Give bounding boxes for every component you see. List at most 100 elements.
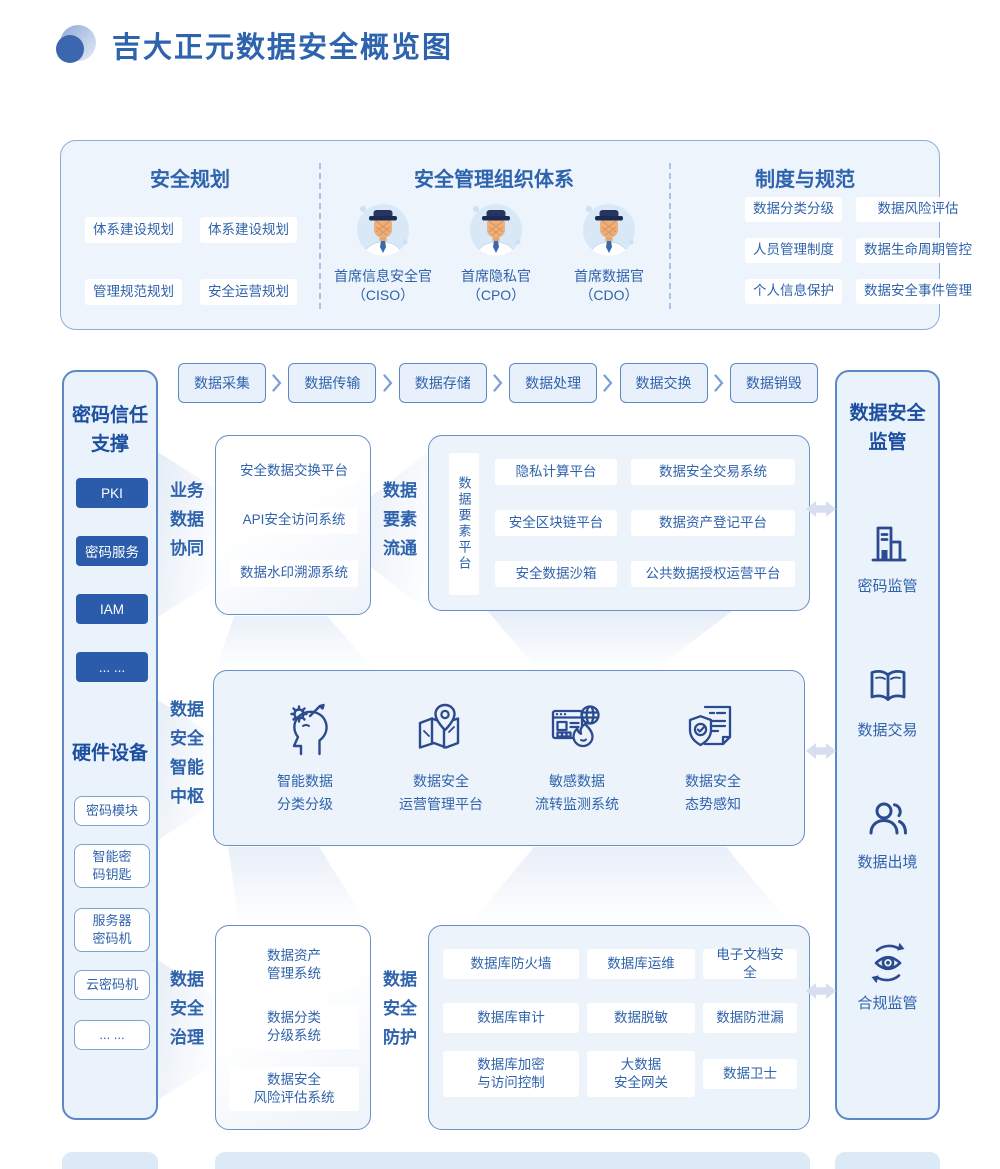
officer-abbr: （CDO）: [579, 286, 639, 303]
hub-item-label: 数据安全 运营管理平台: [399, 773, 483, 813]
protection-box: 数据库防火墙 数据库运维 电子文档安全 数据库审计 数据脱敏 数据防泄漏 数据库…: [428, 925, 810, 1130]
rules-chip: 人员管理制度: [745, 238, 842, 263]
elements-chip: 安全数据沙箱: [495, 561, 617, 587]
elements-chip: 隐私计算平台: [495, 459, 617, 485]
business-chip: 安全数据交换平台: [230, 458, 358, 485]
planning-row: 管理规范规划 安全运营规划: [85, 279, 297, 305]
map-pin-icon: [418, 703, 460, 749]
people-icon: [869, 802, 907, 835]
officer-name: 首席隐私官: [461, 268, 531, 284]
hub-item-label: 数据安全 态势感知: [685, 773, 741, 813]
lifecycle-stage: 数据处理: [509, 363, 598, 403]
protection-chip: 数据库加密 与访问控制: [443, 1051, 579, 1097]
planning-chip: 体系建设规划: [200, 217, 297, 243]
crypto-trust-sidebar: 密码信任 支撑 PKI 密码服务 IAM ... ... 硬件设备 密码模块 智…: [62, 370, 158, 1120]
supervision-item-crypto: 密码监管: [837, 520, 938, 596]
protection-chip: 数据脱敏: [587, 1003, 695, 1033]
bottom-tab: [62, 1152, 158, 1169]
rules-chip: 数据风险评估: [856, 197, 980, 222]
head-gears-icon: [290, 703, 328, 756]
elements-flow-label: 数据 要素 流通: [383, 481, 417, 558]
supervision-item-label: 数据交易: [857, 722, 918, 739]
top-management-panel: 安全规划 体系建设规划 体系建设规划 管理规范规划 安全运营规划 安全管理组织体…: [60, 140, 980, 330]
data-elements-box: 数据要素平台 隐私计算平台 数据安全交易系统 安全区块链平台 数据资产登记平台 …: [428, 435, 810, 611]
protection-chip: 数据卫士: [703, 1059, 797, 1089]
chevron-right-icon: [382, 374, 393, 392]
officer-cdo: 首席数据官 （CDO）: [553, 201, 665, 305]
protection-chip: 数据库防火墙: [443, 949, 579, 979]
governance-chip: 数据安全 风险评估系统: [229, 1067, 359, 1111]
planning-row: 体系建设规划 体系建设规划: [85, 217, 297, 243]
supervision-item-compliance: 合规监管: [837, 937, 938, 1013]
funnel-shape: [215, 616, 375, 671]
trust-title: 密码信任 支撑: [71, 405, 148, 455]
officer-name: 首席信息安全官: [334, 268, 432, 284]
governance-box: 数据资产 管理系统 数据分类 分级系统 数据安全 风险评估系统: [215, 925, 371, 1130]
hardware-item: 智能密 码钥匙: [74, 844, 150, 888]
rules-grid: 数据分类分级 数据风险评估 人员管理制度 数据生命周期管控 个人信息保护 数据安…: [745, 197, 980, 304]
funnel-shape: [470, 847, 790, 924]
section-title-organization: 安全管理组织体系: [414, 169, 574, 191]
officer-name: 首席数据官: [574, 268, 644, 284]
supervision-item-label: 数据出境: [857, 854, 918, 871]
hub-item-situation: 数据安全 态势感知: [646, 701, 780, 845]
rules-chip: 数据安全事件管理: [856, 279, 980, 304]
governance-chip: 数据分类 分级系统: [229, 1005, 359, 1049]
elements-chip: 公共数据授权运营平台: [631, 561, 795, 587]
rules-chip: 个人信息保护: [745, 279, 842, 304]
chevron-right-icon: [603, 374, 613, 392]
elements-platform-chip: 数据要素平台: [449, 453, 479, 595]
supervision-item-export: 数据出境: [837, 796, 938, 872]
hub-item-classification: 智能数据 分类分级: [238, 701, 372, 845]
trust-item-crypto-service: 密码服务: [76, 536, 148, 566]
supervision-sidebar: 数据安全 监管 密码监管 数据交易: [835, 370, 940, 1120]
rules-chip: 数据生命周期管控: [856, 238, 980, 263]
governance-chip: 数据资产 管理系统: [229, 943, 359, 987]
monitor-fire-icon: [551, 705, 600, 748]
protection-label: 数据 安全 防护: [383, 970, 417, 1047]
supervision-title: 数据安全 监管: [849, 403, 926, 453]
supervision-item-label: 合规监管: [857, 995, 918, 1012]
officer-list: 首席信息安全官 （CISO）: [327, 201, 665, 305]
protection-chip: 大数据 安全网关: [587, 1051, 695, 1097]
planning-chip: 管理规范规划: [85, 279, 182, 305]
business-collab-box: 安全数据交换平台 API安全访问系统 数据水印溯源系统: [215, 435, 371, 615]
officer-avatar-icon: [357, 204, 409, 256]
hub-label: 数据 安全 智能 中枢: [170, 700, 204, 806]
officer-avatar-icon: [583, 204, 635, 256]
elements-chip: 安全区块链平台: [495, 510, 617, 536]
hub-item-monitoring: 敏感数据 流转监测系统: [510, 701, 644, 845]
chevron-right-icon: [493, 374, 503, 392]
supervision-item-label: 密码监管: [857, 578, 918, 595]
trust-item-pki: PKI: [76, 478, 148, 508]
hardware-item: 云密码机: [74, 970, 150, 1000]
open-book-icon: [870, 669, 905, 701]
data-lifecycle-flow: 数据采集 数据传输 数据存储 数据处理 数据交换 数据销毁: [178, 362, 818, 404]
hardware-title: 硬件设备: [71, 743, 148, 764]
double-arrow-icon: [806, 982, 836, 1000]
chevron-right-icon: [272, 374, 282, 392]
funnel-shape: [228, 847, 368, 924]
business-chip: 数据水印溯源系统: [230, 560, 358, 587]
lifecycle-stage: 数据传输: [288, 363, 377, 403]
hub-item-operations: 数据安全 运营管理平台: [374, 701, 508, 845]
building-icon: [871, 526, 906, 562]
lifecycle-stage: 数据销毁: [729, 363, 818, 403]
business-collab-label: 业务 数据 协同: [170, 481, 204, 558]
shield-doc-icon: [688, 705, 732, 747]
planning-chip: 体系建设规划: [85, 217, 182, 243]
planning-chip: 安全运营规划: [200, 279, 297, 305]
business-chip: API安全访问系统: [230, 507, 358, 534]
dashed-divider: [669, 163, 671, 309]
page-title: 吉大正元数据安全概览图: [112, 32, 454, 64]
officer-avatar-icon: [470, 204, 522, 256]
hardware-item: 密码模块: [74, 796, 150, 826]
bottom-tab: [215, 1152, 810, 1169]
brand-logo-icon: [56, 25, 96, 65]
hub-item-label: 智能数据 分类分级: [277, 773, 333, 813]
officer-abbr: （CISO）: [351, 286, 415, 303]
officer-abbr: （CPO）: [466, 286, 526, 303]
hub-item-label: 敏感数据 流转监测系统: [535, 773, 619, 813]
governance-label: 数据 安全 治理: [170, 970, 204, 1047]
